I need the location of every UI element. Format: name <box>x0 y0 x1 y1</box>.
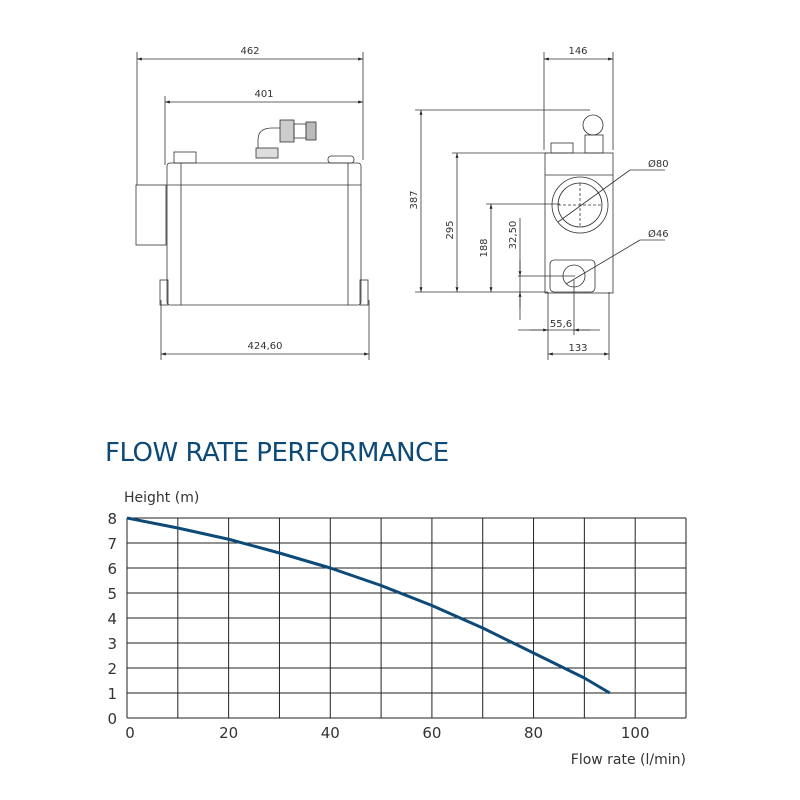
side-view <box>415 52 665 360</box>
dim-146: 146 <box>568 46 587 57</box>
front-view <box>135 52 370 360</box>
performance-curve <box>126 516 611 695</box>
y-tick-label: 8 <box>107 510 117 528</box>
y-tick-label: 2 <box>107 660 117 678</box>
x-tick-label: 40 <box>321 724 340 742</box>
dim-295: 295 <box>445 220 456 239</box>
x-tick-label: 0 <box>125 724 135 742</box>
y-tick-label: 7 <box>107 535 117 553</box>
dim-55-6: 55,6 <box>550 319 572 330</box>
x-tick-label: 80 <box>524 724 543 742</box>
dim-133: 133 <box>568 343 587 354</box>
y-axis-label: Height (m) <box>124 490 200 506</box>
y-tick-label: 6 <box>107 560 117 578</box>
x-tick-label: 20 <box>219 724 238 742</box>
dim-462: 462 <box>240 46 259 57</box>
dim-188: 188 <box>479 238 490 257</box>
x-tick-label: 100 <box>621 724 650 742</box>
dim-424-60: 424,60 <box>248 341 283 352</box>
y-tick-label: 0 <box>107 710 117 728</box>
chart-title: FLOW RATE PERFORMANCE <box>105 438 449 468</box>
y-tick-label: 5 <box>107 585 117 603</box>
dim-387: 387 <box>409 190 420 209</box>
y-tick-label: 4 <box>107 610 117 628</box>
technical-drawing: 462 401 424,60 <box>135 46 669 360</box>
x-axis-label: Flow rate (l/min) <box>570 752 686 768</box>
dim-401: 401 <box>254 89 273 100</box>
y-tick-label: 3 <box>107 635 117 653</box>
dim-32-50: 32,50 <box>508 221 519 250</box>
y-tick-label: 1 <box>107 685 117 703</box>
dim-diameter-80: Ø80 <box>648 158 669 170</box>
dim-diameter-46: Ø46 <box>648 228 669 240</box>
x-tick-label: 60 <box>422 724 441 742</box>
